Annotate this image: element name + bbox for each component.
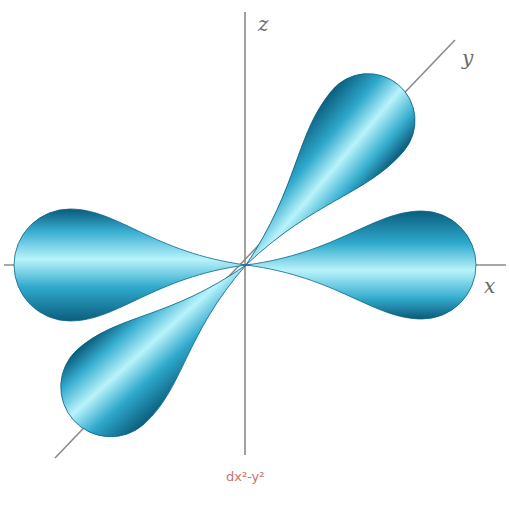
orbital-lobe [246,211,476,319]
orbital-caption: dx²-y² [226,470,265,483]
axis-label: x [484,276,495,296]
axis-label: y [462,48,473,68]
orbital-lobe [40,228,279,458]
z-axis [244,12,246,455]
axis-label: z [258,14,269,34]
